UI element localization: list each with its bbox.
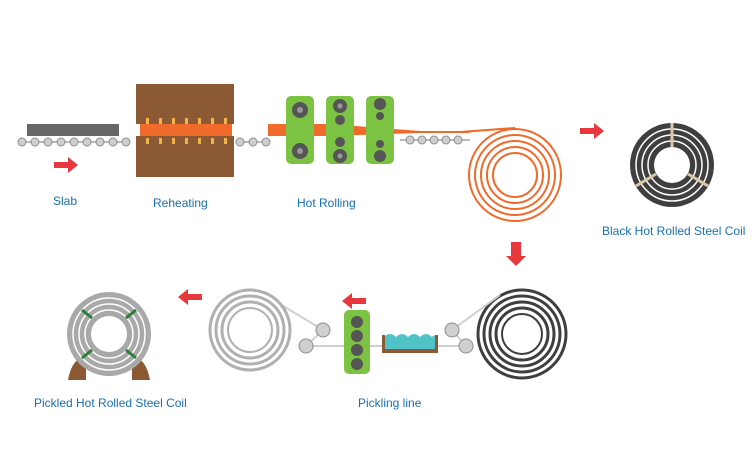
flame-jet bbox=[185, 118, 188, 124]
roll-stand-icon bbox=[326, 96, 354, 164]
left-arrow-icon bbox=[178, 289, 202, 305]
label-hot-rolling: Hot Rolling bbox=[297, 196, 356, 210]
conveyor-roller bbox=[30, 137, 40, 147]
steel-coil-icon bbox=[630, 123, 714, 207]
flame-jet bbox=[159, 118, 162, 124]
conveyor-roller bbox=[43, 137, 53, 147]
conveyor-roller bbox=[95, 137, 105, 147]
guide-roller bbox=[315, 322, 331, 338]
guide-roller bbox=[298, 338, 314, 354]
conveyor-roller bbox=[248, 137, 258, 147]
steel-coil-icon bbox=[208, 288, 292, 372]
flame-jet bbox=[224, 138, 227, 144]
conveyor-roller bbox=[108, 137, 118, 147]
reheating-furnace bbox=[136, 84, 234, 177]
conveyor-roller bbox=[261, 137, 271, 147]
roll-stand-icon bbox=[286, 96, 314, 164]
conveyor-roller bbox=[429, 135, 439, 145]
left-arrow-icon bbox=[342, 293, 366, 309]
flame-jet bbox=[224, 118, 227, 124]
roll-stand-icon bbox=[366, 96, 394, 164]
guide-roller bbox=[458, 338, 474, 354]
conveyor-roller bbox=[235, 137, 245, 147]
steel-coil-icon bbox=[476, 288, 568, 380]
roll-stand-icon bbox=[344, 310, 370, 374]
right-arrow-icon bbox=[54, 157, 78, 173]
label-reheating: Reheating bbox=[153, 196, 208, 210]
flame-jet bbox=[172, 138, 175, 144]
flame-jet bbox=[159, 138, 162, 144]
flame-jet bbox=[211, 118, 214, 124]
slab-block bbox=[27, 124, 119, 136]
label-slab: Slab bbox=[53, 194, 78, 208]
label-pickled-coil: Pickled Hot Rolled Steel Coil bbox=[34, 396, 187, 410]
steel-coil-icon bbox=[67, 292, 151, 380]
conveyor-roller bbox=[441, 135, 451, 145]
down-arrow-icon bbox=[506, 242, 526, 266]
flame-jet bbox=[172, 118, 175, 124]
conveyor-roller bbox=[82, 137, 92, 147]
conveyor-roller bbox=[417, 135, 427, 145]
conveyor-roller bbox=[121, 137, 131, 147]
conveyor-roller bbox=[56, 137, 66, 147]
label-pickling-line: Pickling line bbox=[358, 396, 422, 410]
flame-jet bbox=[185, 138, 188, 144]
guide-roller bbox=[444, 322, 460, 338]
slab-conveyor bbox=[17, 137, 131, 147]
conveyor-roller bbox=[405, 135, 415, 145]
flame-jet bbox=[146, 138, 149, 144]
flame-jet bbox=[211, 138, 214, 144]
hot-coil bbox=[459, 127, 562, 222]
conveyor-roller bbox=[69, 137, 79, 147]
label-black-coil: Black Hot Rolled Steel Coil bbox=[602, 224, 746, 238]
conveyor-roller bbox=[17, 137, 27, 147]
flame-jet bbox=[198, 138, 201, 144]
flame-jet bbox=[198, 118, 201, 124]
right-arrow-icon bbox=[580, 123, 604, 139]
conveyor-roller bbox=[453, 135, 463, 145]
pickling-tank bbox=[382, 334, 438, 353]
flame-jet bbox=[146, 118, 149, 124]
